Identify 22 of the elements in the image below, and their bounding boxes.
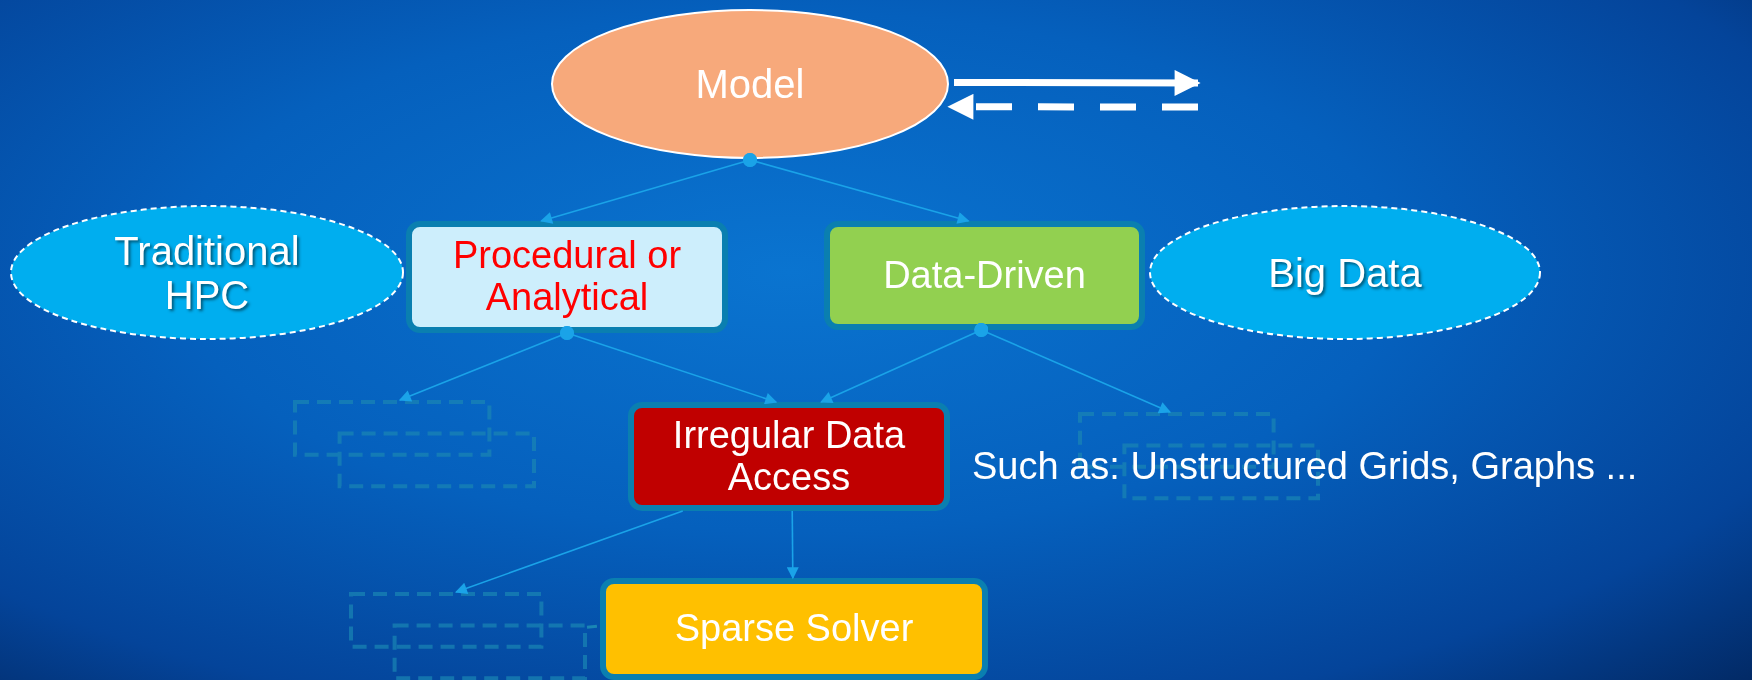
dashed-ellipse — [9, 204, 405, 341]
dashed-ellipse — [1148, 204, 1542, 341]
process-box — [628, 402, 950, 511]
arrow — [743, 153, 970, 224]
dashed-box-pair — [293, 400, 536, 488]
node-label: Procedural or Analytical — [451, 235, 683, 319]
arrow — [454, 510, 684, 594]
arrow — [786, 510, 799, 580]
process-box — [824, 221, 1145, 330]
process-box — [406, 221, 728, 333]
node-label: Traditional HPC — [113, 228, 301, 317]
model-ellipse — [550, 8, 950, 160]
note-text: Such as: Unstructured Grids, Graphs ... — [972, 444, 1638, 489]
node-label: Big Data — [1268, 250, 1422, 295]
process-box — [600, 578, 988, 680]
node-label: Sparse Solver — [674, 608, 914, 650]
dashed-box-pair — [349, 592, 587, 680]
arrow — [974, 323, 1172, 414]
node-label: Irregular Data Access — [671, 414, 907, 499]
arrow — [560, 326, 778, 405]
node-label: Model — [695, 62, 805, 106]
node-label: Data-Driven — [883, 254, 1086, 297]
